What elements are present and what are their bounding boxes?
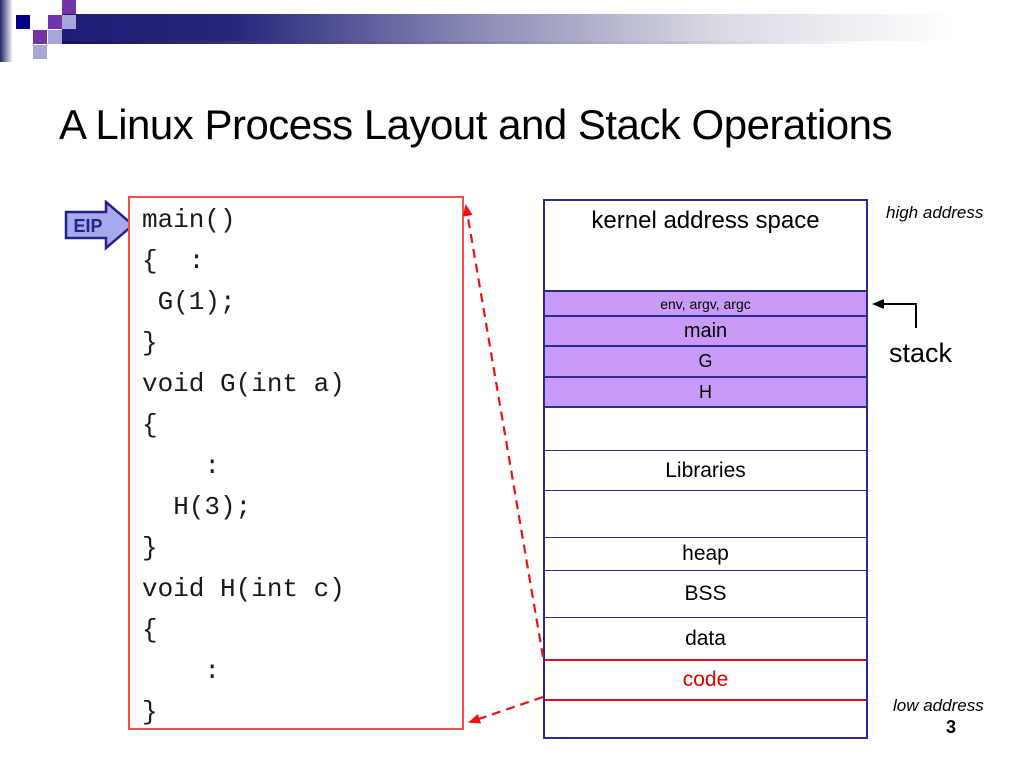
- deco-square: [33, 30, 47, 44]
- code-line: { :: [142, 245, 205, 276]
- code-line: }: [142, 327, 158, 358]
- eip-arrow-icon: [64, 200, 135, 251]
- deco-square: [48, 30, 62, 44]
- code-line: void H(int c): [142, 573, 345, 604]
- code-line: }: [142, 532, 158, 563]
- memory-row-data: data: [545, 617, 866, 659]
- deco-square: [62, 0, 76, 14]
- code-box: main() { : G(1);} void G(int a) { : H(3);} v…: [128, 196, 464, 730]
- deco-square: [16, 15, 30, 29]
- code-line: }: [142, 696, 158, 727]
- memory-row-heap: heap: [545, 537, 866, 570]
- code-lines: main() { : G(1);} void G(int a) { : H(3);} v…: [142, 199, 462, 732]
- code-line: void G(int a): [142, 368, 345, 399]
- page-number: 3: [946, 717, 957, 737]
- memory-row-env-argv-argc: env, argv, argc: [545, 290, 866, 315]
- deco-square: [62, 15, 76, 29]
- deco-strip: [0, 0, 14, 62]
- memory-row-empty: [545, 490, 866, 537]
- code-line: H(3);: [142, 491, 252, 522]
- memory-row-bss: BSS: [545, 570, 866, 617]
- stack-label: stack: [889, 338, 953, 368]
- low-address-label: low address: [893, 696, 984, 715]
- memory-row-empty: [545, 406, 866, 450]
- code-line: {: [142, 614, 158, 645]
- memory-row-empty: [545, 699, 866, 737]
- header-banner: [62, 14, 1024, 41]
- code-zoom-connector-bottom: [468, 695, 544, 724]
- eip-pointer: EIP: [64, 200, 135, 251]
- memory-row-kernel-address-space: kernel address space: [545, 201, 866, 290]
- eip-label: EIP: [73, 216, 102, 236]
- memory-row-g: G: [545, 345, 866, 376]
- stack-arrow: [872, 299, 917, 328]
- header-banner-underline: [62, 41, 962, 44]
- deco-square: [33, 45, 47, 59]
- code-line: :: [142, 450, 221, 481]
- memory-row-code: code: [545, 659, 866, 699]
- code-line: {: [142, 409, 158, 440]
- memory-row-h: H: [545, 376, 866, 406]
- code-line: :: [142, 655, 221, 686]
- memory-row-libraries: Libraries: [545, 450, 866, 490]
- deco-square: [48, 15, 62, 29]
- page-title: A Linux Process Layout and Stack Operati…: [59, 101, 893, 148]
- code-line: G(1);: [142, 286, 236, 317]
- code-line: main(): [142, 204, 236, 235]
- code-zoom-connector-top: [462, 204, 545, 658]
- high-address-label: high address: [886, 203, 984, 222]
- memory-row-main: main: [545, 315, 866, 345]
